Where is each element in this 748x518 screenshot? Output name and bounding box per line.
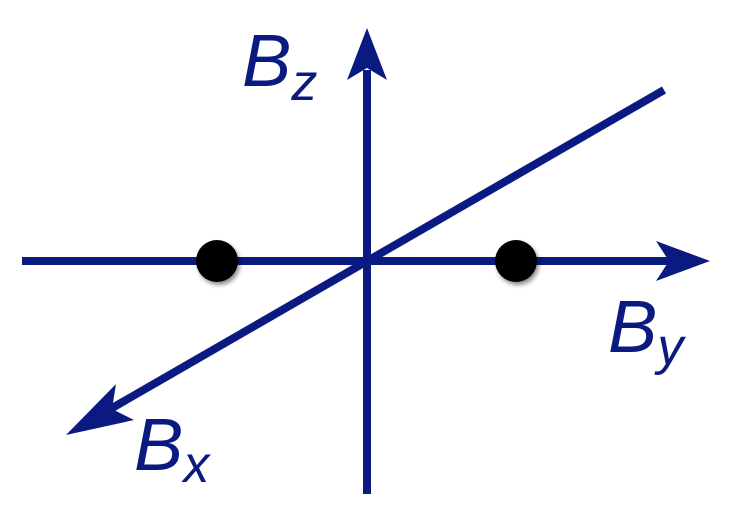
x-axis-arrowhead [66,384,134,435]
y-axis-arrowhead [656,241,710,281]
y-axis-label: By [608,285,686,376]
x-axis-label-letter: B [134,403,183,486]
z-axis-arrowhead [347,28,387,80]
x-axis-label: Bx [134,403,211,494]
z-axis-label-subscript: z [290,54,317,112]
y-axis [22,241,710,281]
z-axis-label-letter: B [242,19,291,102]
z-axis [347,28,387,494]
right-point [495,240,537,282]
y-axis-label-letter: B [608,285,657,368]
left-point [196,240,238,282]
x-axis [66,86,666,435]
x-axis-line [98,86,666,419]
z-axis-label: Bz [242,19,317,112]
y-axis-label-subscript: y [654,318,686,376]
x-axis-label-subscript: x [180,436,211,494]
